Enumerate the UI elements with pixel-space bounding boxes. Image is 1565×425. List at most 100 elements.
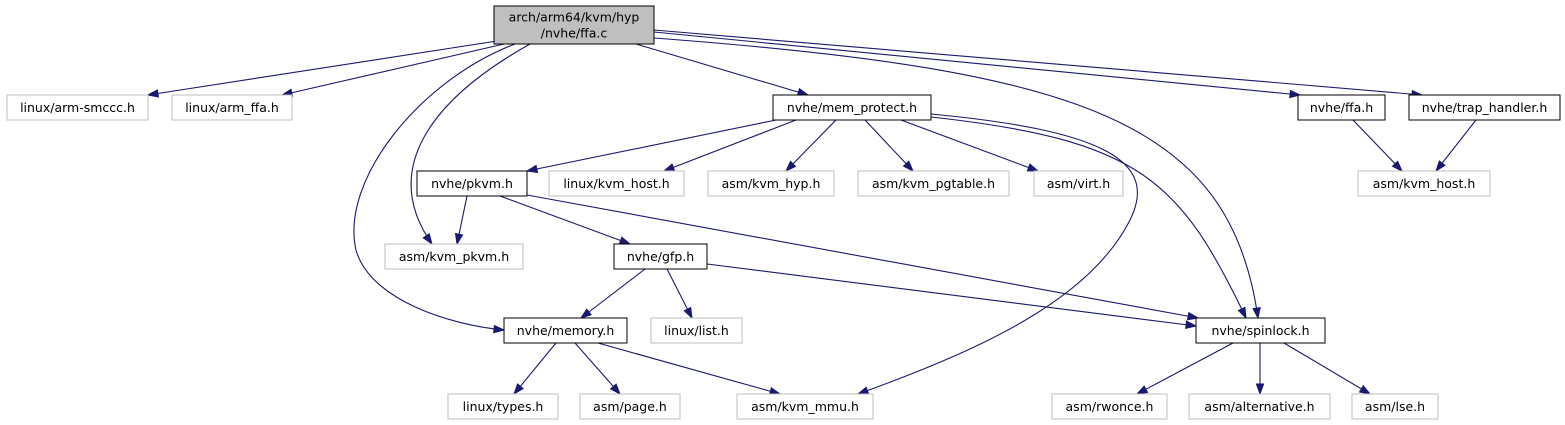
node-box bbox=[416, 170, 528, 197]
edge-line bbox=[663, 119, 797, 172]
edge-line bbox=[147, 40, 498, 96]
node-kvm-pkvm: asm/kvm_pkvm.h bbox=[384, 243, 524, 270]
edge-line bbox=[1435, 119, 1477, 172]
node-kvm-hyp: asm/kvm_hyp.h bbox=[707, 170, 835, 197]
node-trap-handler[interactable]: nvhe/trap_handler.h bbox=[1408, 94, 1561, 121]
node-box bbox=[613, 243, 708, 270]
node-box bbox=[6, 94, 149, 121]
node-kvm-pgtable: asm/kvm_pgtable.h bbox=[857, 170, 1010, 197]
node-label: asm/kvm_pgtable.h bbox=[872, 176, 995, 191]
edge-line bbox=[353, 43, 516, 331]
node-memory[interactable]: nvhe/memory.h bbox=[503, 317, 628, 344]
node-box bbox=[1051, 393, 1168, 420]
node-rwonce: asm/rwonce.h bbox=[1051, 393, 1168, 420]
node-label: nvhe/pkvm.h bbox=[431, 176, 513, 191]
node-box bbox=[1297, 94, 1386, 121]
edge-line bbox=[580, 268, 646, 319]
edge-mem_protect-to-pkvm bbox=[525, 119, 777, 174]
edge-pkvm-to-spinlock bbox=[526, 194, 1200, 321]
node-label: linux/arm_ffa.h bbox=[185, 100, 279, 115]
arrowhead bbox=[1391, 160, 1404, 173]
node-mem-protect[interactable]: nvhe/mem_protect.h bbox=[772, 94, 932, 121]
edge-line bbox=[281, 43, 505, 96]
edge-gfp-to-list bbox=[666, 268, 693, 320]
edge-memory-to-types bbox=[513, 342, 557, 396]
edge-line bbox=[653, 31, 1301, 96]
node-box bbox=[579, 393, 681, 420]
edge-line bbox=[785, 119, 837, 172]
node-box bbox=[736, 393, 874, 420]
arrowhead bbox=[1252, 306, 1261, 320]
edge-spinlock-to-rwonce bbox=[1135, 342, 1234, 395]
arrowhead bbox=[513, 383, 525, 396]
node-box bbox=[650, 317, 743, 344]
edge-root-to-arm_smccc bbox=[146, 40, 498, 98]
edge-memory-to-kvm_mmu bbox=[597, 342, 782, 396]
edge-root-to-memory bbox=[353, 43, 516, 334]
node-label: asm/virt.h bbox=[1047, 176, 1110, 191]
node-label: asm/kvm_host.h bbox=[1373, 176, 1476, 191]
node-box bbox=[1188, 393, 1331, 420]
edge-line bbox=[653, 37, 1259, 319]
edge-pkvm-to-kvm_pkvm bbox=[454, 195, 468, 246]
node-virt: asm/virt.h bbox=[1033, 170, 1124, 197]
node-label: arch/arm64/kvm/hyp bbox=[509, 10, 640, 25]
node-spinlock[interactable]: nvhe/spinlock.h bbox=[1195, 317, 1326, 344]
node-box bbox=[772, 94, 932, 121]
edge-root-to-spinlock bbox=[653, 37, 1261, 320]
arrowhead bbox=[1135, 385, 1149, 395]
node-label: asm/lse.h bbox=[1365, 399, 1425, 414]
node-nvhe-ffa[interactable]: nvhe/ffa.h bbox=[1297, 94, 1386, 121]
arrowhead bbox=[1289, 89, 1302, 99]
edge-mem_protect-to-kvm_hyp bbox=[784, 119, 837, 173]
arrowhead bbox=[1186, 311, 1200, 321]
node-root[interactable]: arch/arm64/kvm/hyp/nvhe/ffa.c bbox=[493, 5, 655, 45]
edge-line bbox=[526, 194, 1199, 319]
edge-line bbox=[864, 119, 914, 172]
edge-pkvm-to-gfp bbox=[499, 195, 632, 245]
node-layer: arch/arm64/kvm/hyp/nvhe/ffa.c linux/arm-s… bbox=[6, 5, 1561, 420]
node-kvm-host-asm: asm/kvm_host.h bbox=[1357, 170, 1491, 197]
node-box bbox=[1033, 170, 1124, 197]
node-lse: asm/lse.h bbox=[1351, 393, 1439, 420]
edge-line bbox=[410, 43, 531, 245]
edge-line bbox=[574, 342, 621, 395]
edge-line bbox=[900, 119, 1039, 172]
node-label: asm/kvm_mmu.h bbox=[751, 399, 859, 414]
arrowhead bbox=[525, 164, 539, 174]
edge-layer bbox=[146, 29, 1477, 396]
arrowhead bbox=[609, 383, 621, 396]
edge-line bbox=[635, 43, 809, 96]
arrowhead bbox=[618, 236, 632, 245]
edge-line bbox=[526, 119, 777, 172]
edge-line bbox=[653, 29, 1423, 96]
node-list: linux/list.h bbox=[650, 317, 743, 344]
edge-root-to-kvm_pkvm bbox=[410, 43, 531, 246]
arrowhead bbox=[1255, 383, 1265, 396]
node-box bbox=[503, 317, 628, 344]
edge-gfp-to-spinlock bbox=[706, 263, 1198, 329]
node-box bbox=[1357, 170, 1491, 197]
edge-line bbox=[1136, 342, 1234, 395]
edge-line bbox=[706, 263, 1197, 327]
node-label: asm/kvm_pkvm.h bbox=[399, 249, 509, 264]
node-label: linux/types.h bbox=[463, 399, 544, 414]
arrowhead bbox=[1358, 384, 1372, 395]
node-types: linux/types.h bbox=[447, 393, 559, 420]
arrowhead bbox=[683, 306, 693, 320]
node-page: asm/page.h bbox=[579, 393, 681, 420]
edge-mem_protect-to-spinlock bbox=[930, 116, 1247, 320]
node-gfp[interactable]: nvhe/gfp.h bbox=[613, 243, 708, 270]
arrowhead bbox=[662, 163, 676, 172]
node-box bbox=[493, 5, 655, 45]
edge-root-to-nvhe_ffa bbox=[653, 31, 1302, 99]
arrowhead bbox=[146, 89, 160, 98]
node-arm-ffa: linux/arm_ffa.h bbox=[171, 94, 293, 121]
edge-line bbox=[513, 342, 557, 395]
node-arm-smccc: linux/arm-smccc.h bbox=[6, 94, 149, 121]
node-box bbox=[707, 170, 835, 197]
edge-nvhe_ffa-to-kvm_host_asm bbox=[1352, 119, 1404, 173]
edge-line bbox=[597, 342, 781, 395]
node-pkvm[interactable]: nvhe/pkvm.h bbox=[416, 170, 528, 197]
arrowhead bbox=[1185, 320, 1198, 329]
